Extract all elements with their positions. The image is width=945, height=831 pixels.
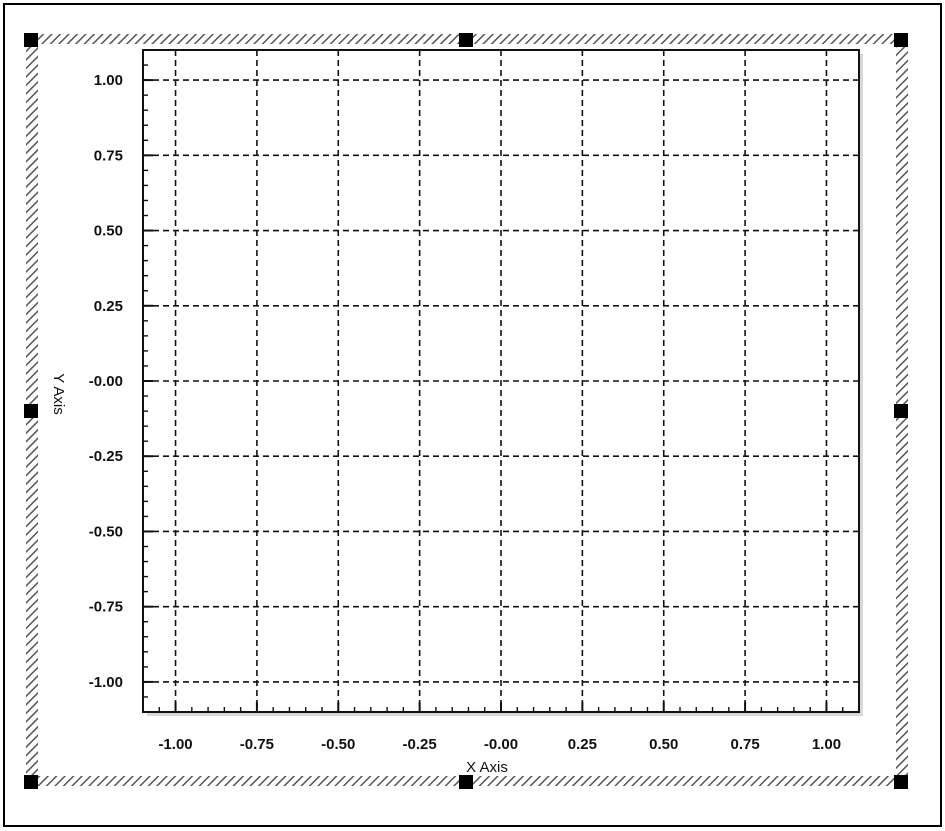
y-tick-label: -0.50 xyxy=(89,523,123,540)
minor-ticks xyxy=(142,64,844,713)
grid-lines xyxy=(143,50,859,712)
y-tick-label: 1.00 xyxy=(94,72,123,89)
y-tick-label: -1.00 xyxy=(89,674,123,691)
resize-handle-middle-left[interactable] xyxy=(24,404,38,418)
y-tick-label: 0.75 xyxy=(94,147,123,164)
y-tick-label: -0.75 xyxy=(89,599,123,616)
resize-handle-bottom-center[interactable] xyxy=(459,775,473,789)
y-axis-tick-labels: -1.00 -0.75 -0.50 -0.25 -0.00 0.25 0.50 0.75 1.0… xyxy=(89,72,123,691)
x-tick-label: 0.50 xyxy=(649,736,678,753)
resize-handle-bottom-right[interactable] xyxy=(894,775,908,789)
x-tick-label: -1.00 xyxy=(158,736,192,753)
x-tick-label: 1.00 xyxy=(812,736,841,753)
x-axis-tick-labels: -1.00 -0.75 -0.50 -0.25 -0.00 0.25 0.50 0.75 1.0… xyxy=(158,736,841,753)
x-tick-label: 0.25 xyxy=(568,736,597,753)
resize-handle-top-right[interactable] xyxy=(894,33,908,47)
x-tick-label: -0.50 xyxy=(321,736,355,753)
x-tick-label: -0.25 xyxy=(403,736,437,753)
resize-handle-top-center[interactable] xyxy=(459,33,473,47)
resize-handles[interactable] xyxy=(24,33,908,789)
y-tick-label: 0.50 xyxy=(94,223,123,240)
y-tick-label: -0.00 xyxy=(89,373,123,390)
y-axis-title: Y Axis xyxy=(50,373,67,414)
resize-handle-top-left[interactable] xyxy=(24,33,38,47)
y-tick-label: 0.25 xyxy=(94,298,123,315)
y-tick-label: -0.25 xyxy=(89,448,123,465)
resize-handle-middle-right[interactable] xyxy=(894,404,908,418)
x-tick-label: -0.00 xyxy=(484,736,518,753)
x-tick-label: 0.75 xyxy=(730,736,759,753)
x-tick-label: -0.75 xyxy=(240,736,274,753)
resize-handle-bottom-left[interactable] xyxy=(24,775,38,789)
x-axis-title: X Axis xyxy=(466,759,508,776)
